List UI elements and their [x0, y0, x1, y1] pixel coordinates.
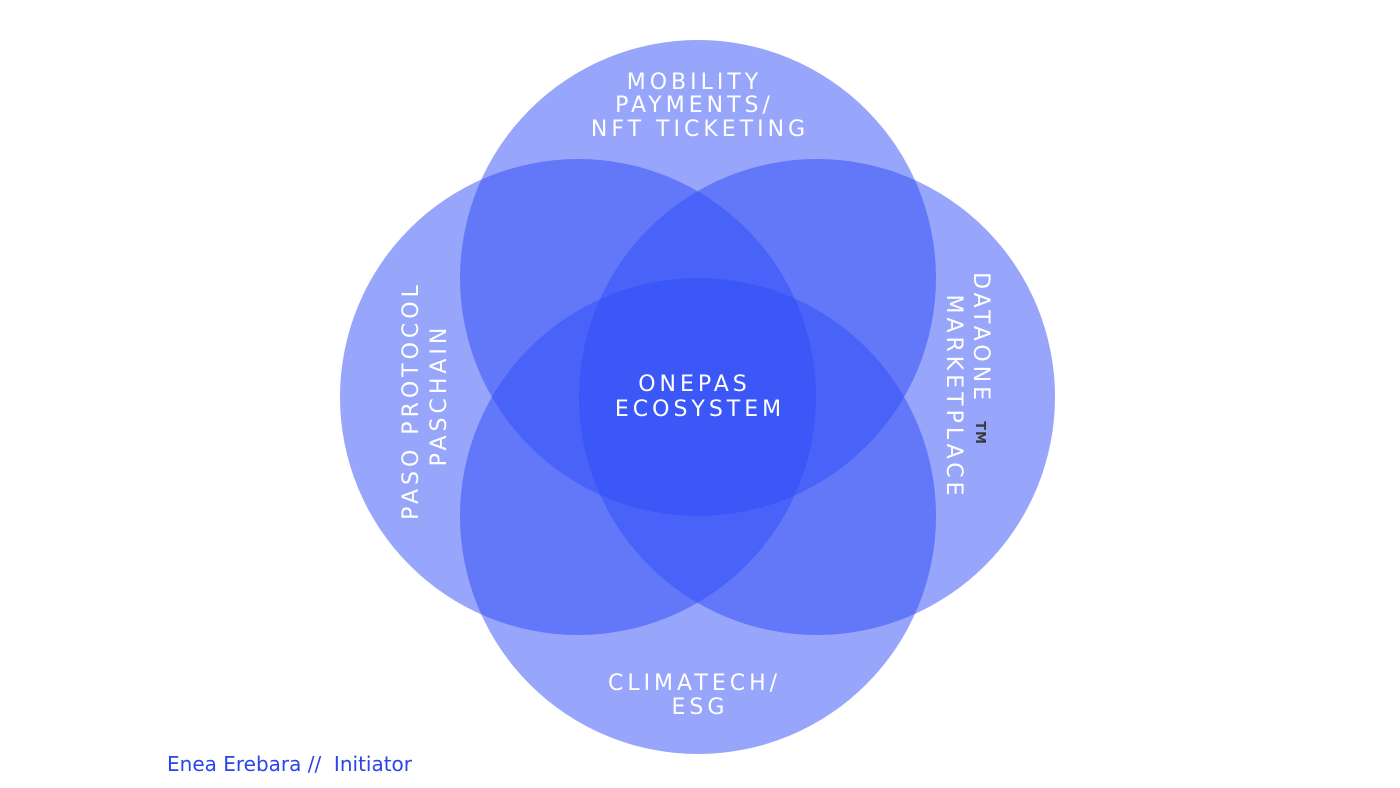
right-label-line-1: DATAONE: [968, 272, 993, 404]
right-label-group: DATAONE TM MARKETPLACE: [941, 272, 995, 499]
bottom-label-line-2: ESG: [672, 695, 729, 720]
left-label: PASO PROTOCOL PASCHAIN: [399, 270, 452, 520]
trademark-mark: TM: [972, 421, 987, 445]
bottom-label-line-1: CLIMATECH/: [608, 671, 781, 696]
top-label-line-1: MOBILITY: [627, 70, 763, 95]
left-label-line-1: PASO PROTOCOL: [399, 281, 424, 520]
center-label: ONEPAS ECOSYSTEM: [615, 372, 785, 422]
circles-group: [340, 40, 1055, 754]
left-label-line-2: PASCHAIN: [427, 324, 452, 467]
circle-bottom: [460, 278, 936, 754]
top-label: MOBILITY PAYMENTS/ NFT TICKETING: [591, 70, 809, 142]
top-label-line-3: NFT TICKETING: [591, 117, 809, 142]
author-credit: Enea Erebara // Initiator: [167, 752, 413, 776]
top-label-line-2: PAYMENTS/: [615, 93, 774, 118]
right-label: DATAONE TM MARKETPLACE: [941, 272, 995, 499]
center-label-line-2: ECOSYSTEM: [615, 397, 785, 422]
right-label-line-2: MARKETPLACE: [941, 294, 966, 499]
bottom-label: CLIMATECH/ ESG: [608, 671, 792, 720]
center-label-line-1: ONEPAS: [638, 372, 751, 397]
left-label-group: PASO PROTOCOL PASCHAIN: [399, 270, 452, 520]
